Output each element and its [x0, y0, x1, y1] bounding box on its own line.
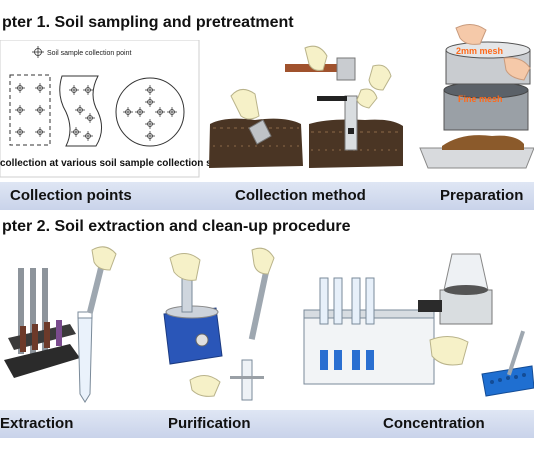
step-extraction: Extraction	[0, 415, 74, 432]
concentration-illustration	[303, 253, 534, 397]
purification-illustration	[163, 247, 275, 401]
collection-points-diagram: Soil sample collection point	[0, 40, 200, 178]
step-collection-points: Collection points	[10, 187, 132, 204]
step-concentration: Concentration	[383, 415, 485, 432]
centrifuge-tube-icon	[77, 315, 93, 403]
chapter-1-title: pter 1. Soil sampling and pretreatment	[2, 14, 294, 31]
gloved-hand-icon	[230, 89, 260, 120]
mesh-bottom-label: Fine mesh	[458, 94, 503, 104]
chapter-1-steps-band	[0, 182, 534, 210]
core-sampler-icon	[344, 95, 358, 151]
step-collection-method: Collection method	[235, 187, 366, 204]
chapter-2-title: pter 2. Soil extraction and clean-up pro…	[2, 218, 351, 235]
chapter-2-steps-band	[0, 410, 534, 438]
sites-caption: collection at various soil sample collec…	[0, 158, 229, 169]
sample-tray-icon	[481, 365, 534, 397]
extraction-illustration	[4, 246, 117, 403]
mesh-top-label: 2mm mesh	[456, 46, 503, 56]
collection-method-illustration	[209, 45, 403, 168]
preparation-illustration: 2mm mesh Fine mesh	[419, 24, 534, 169]
step-preparation: Preparation	[440, 187, 524, 204]
legend-text: Soil sample collection point	[47, 50, 131, 57]
extraction-rack-icon	[18, 268, 24, 354]
trowel-icon	[248, 119, 272, 145]
legend-marker-icon	[32, 46, 44, 58]
concentrator-icon	[303, 313, 435, 385]
centrifuge-icon	[439, 289, 493, 325]
step-purification: Purification	[168, 415, 251, 432]
